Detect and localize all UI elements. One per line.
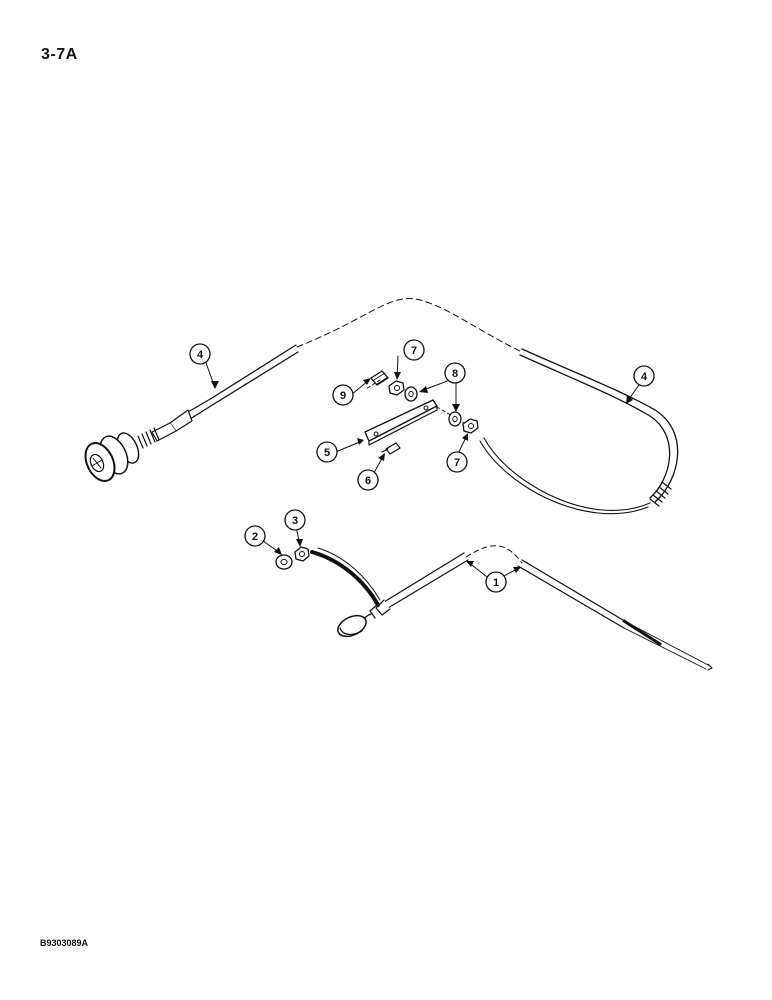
upper-cable-right-sheath xyxy=(521,348,679,503)
lower-cable-right-sheath xyxy=(517,559,629,629)
leader-arrows xyxy=(211,372,633,573)
svg-text:1: 1 xyxy=(493,577,499,589)
callout-5: 5 xyxy=(316,441,338,463)
svg-text:4: 4 xyxy=(197,349,204,361)
callout-2: 2 xyxy=(244,525,266,547)
callouts: 4 4 7 9 8 5 6 7 2 3 1 xyxy=(189,339,655,593)
callout-8: 8 xyxy=(444,362,466,384)
upper-cable-right-threads xyxy=(649,481,672,507)
svg-text:4: 4 xyxy=(641,371,648,383)
lower-cable-dashed-path xyxy=(465,545,523,564)
lower-cable-wire xyxy=(623,622,711,670)
svg-text:7: 7 xyxy=(411,345,417,357)
washer-8-upper xyxy=(404,386,418,402)
svg-text:7: 7 xyxy=(454,457,460,469)
callout-4-left: 4 xyxy=(189,343,211,365)
nut-7-upper xyxy=(388,380,405,396)
svg-text:3: 3 xyxy=(292,515,298,527)
svg-text:8: 8 xyxy=(452,368,458,380)
washer-2 xyxy=(275,554,293,570)
lower-cable-left-sheath xyxy=(383,552,469,609)
callout-9: 9 xyxy=(332,384,354,406)
upper-cable-inner-wire xyxy=(483,437,651,511)
bracket-hardware xyxy=(364,370,479,455)
lower-cable-assembly xyxy=(310,545,713,671)
nut-3 xyxy=(294,546,310,562)
page-number: 3-7A xyxy=(41,46,78,63)
upper-cable-assembly xyxy=(84,298,679,515)
upper-cable-left-sheath xyxy=(211,344,299,405)
callout-7-upper: 7 xyxy=(403,339,425,361)
figure-code: B9303089A xyxy=(40,938,89,948)
callout-7-lower: 7 xyxy=(446,451,468,473)
svg-text:5: 5 xyxy=(324,447,330,459)
fitting-9 xyxy=(370,370,389,386)
upper-cable-knob xyxy=(84,432,140,482)
upper-cable-threads xyxy=(137,427,160,449)
upper-cable-dashed-path xyxy=(296,298,523,353)
svg-text:6: 6 xyxy=(365,475,371,487)
callout-3: 3 xyxy=(284,509,306,531)
nut-7-lower xyxy=(462,418,479,434)
curved-leader xyxy=(310,550,380,607)
callout-4-right: 4 xyxy=(633,365,655,387)
callout-1: 1 xyxy=(485,571,507,593)
cable-clip xyxy=(385,442,401,455)
washer-8-lower xyxy=(448,411,462,427)
svg-text:9: 9 xyxy=(340,390,346,402)
callout-6: 6 xyxy=(357,469,379,491)
svg-text:2: 2 xyxy=(252,531,258,543)
lower-hardware xyxy=(275,546,310,570)
